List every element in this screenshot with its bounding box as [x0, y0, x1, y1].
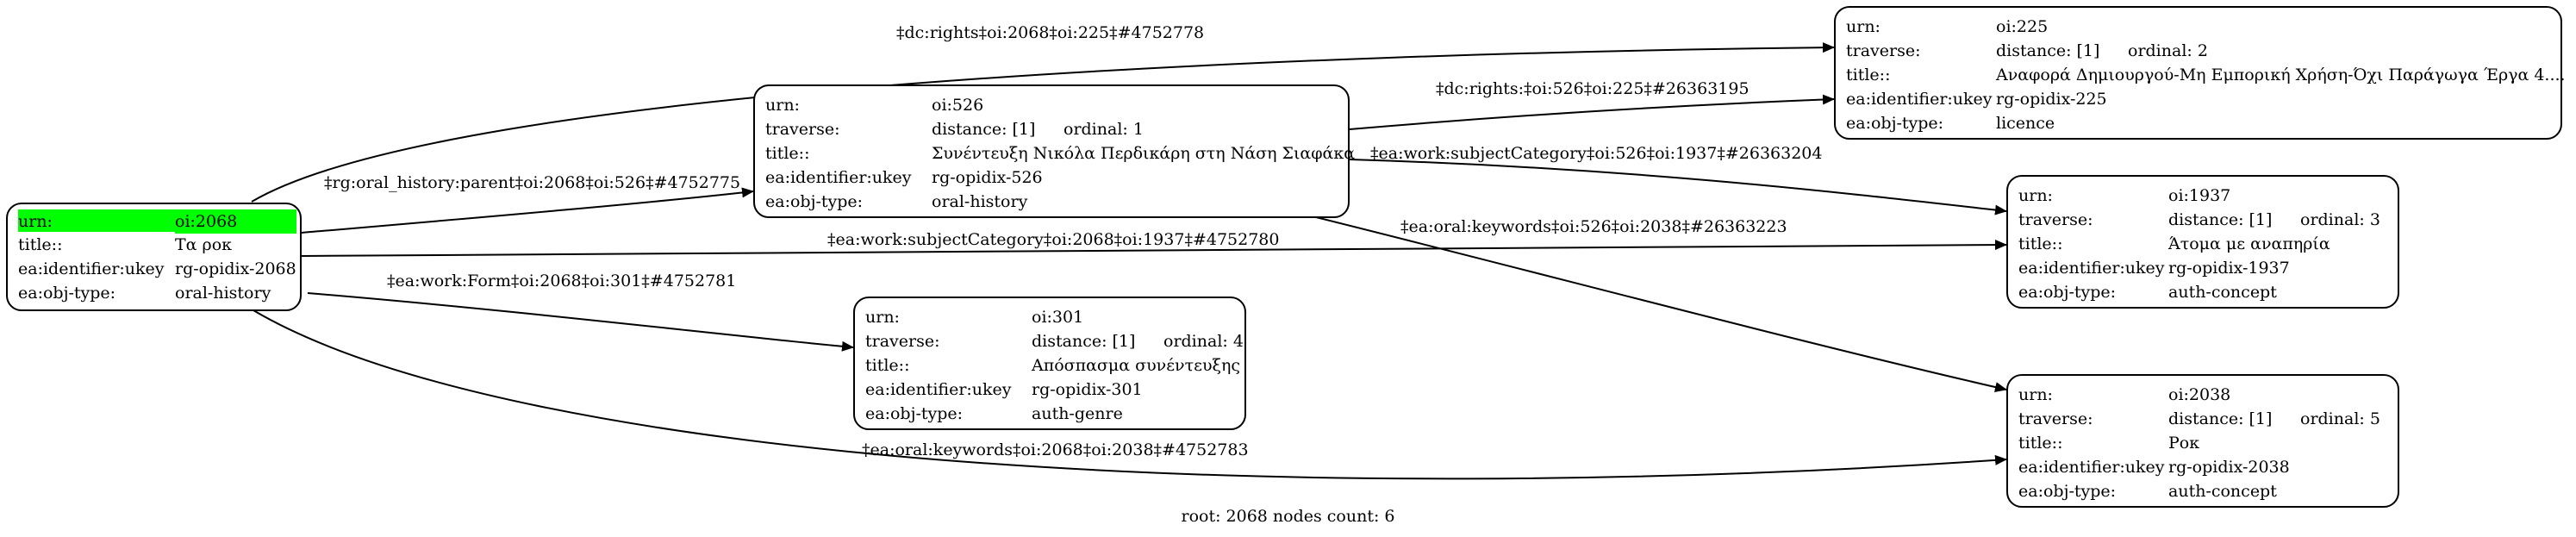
- row-key: ea:identifier:ukey: [765, 168, 912, 187]
- row-key: ea:identifier:ukey: [1846, 90, 1993, 109]
- row-key: title::: [18, 235, 63, 254]
- node-row-urn: urn: oi:2068: [18, 209, 296, 234]
- row-value: auth-genre: [1032, 404, 1123, 423]
- row-value: auth-concept: [2168, 482, 2277, 501]
- row-value: rg-opidix-301: [1032, 380, 1143, 399]
- row-key: ea:obj-type:: [1846, 114, 1944, 133]
- row-ordinal: ordinal: 3: [2300, 210, 2380, 229]
- node-oi-2068[interactable]: urn: oi:2068 title:: Τα ροκ ea:identifie…: [6, 203, 302, 311]
- node-oi-1937[interactable]: urn: oi:1937 traverse: distance: [1] ord…: [2006, 175, 2399, 309]
- row-key: traverse:: [2018, 210, 2093, 229]
- edge-526-225: [1349, 94, 1835, 130]
- row-value: Συνέντευξη Νικόλα Περδικάρη στη Νάση Σια…: [932, 144, 1356, 163]
- row-key: urn:: [2018, 186, 2053, 205]
- edge-label-526-225: ‡dc:rights:‡oi:526‡oi:225‡#26363195: [1436, 79, 1750, 98]
- row-value: Τα ροκ: [175, 235, 233, 254]
- row-key: urn:: [865, 308, 900, 327]
- edge-526-1937: [1349, 159, 2007, 215]
- row-value: oral-history: [175, 284, 271, 303]
- node-oi-301[interactable]: urn: oi:301 traverse: distance: [1] ordi…: [853, 297, 1246, 430]
- edge-label-526-1937: ‡ea:work:subjectCategory‡oi:526‡oi:1937‡…: [1370, 144, 1823, 163]
- row-value: rg-opidix-225: [1996, 90, 2107, 109]
- row-key: title::: [765, 144, 810, 163]
- node-oi-526[interactable]: urn: oi:526 traverse: distance: [1] ordi…: [753, 84, 1355, 218]
- edge-label-526-2038: ‡ea:oral:keywords‡oi:526‡oi:2038‡#263632…: [1400, 217, 1787, 236]
- edge-2068-526: [301, 187, 754, 234]
- row-value: licence: [1996, 114, 2055, 133]
- row-value: auth-concept: [2168, 283, 2277, 302]
- row-ordinal: ordinal: 1: [1063, 120, 1144, 139]
- row-ordinal: ordinal: 2: [2128, 41, 2208, 60]
- row-key: urn:: [765, 96, 800, 115]
- row-key: ea:identifier:ukey: [2018, 259, 2165, 278]
- row-ordinal: ordinal: 5: [2300, 409, 2380, 428]
- row-key: title::: [1846, 66, 1891, 84]
- edge-2068-2038: [253, 309, 2007, 480]
- row-key: traverse:: [2018, 409, 2093, 428]
- row-key: ea:identifier:ukey: [2018, 458, 2165, 477]
- row-value: distance: [1]: [2168, 210, 2273, 229]
- edge-2068-1937: [301, 240, 2007, 257]
- row-key: title::: [2018, 434, 2063, 453]
- row-value: oral-history: [932, 192, 1028, 211]
- row-key: traverse:: [765, 120, 840, 139]
- edge-label-2068-1937: ‡ea:work:subjectCategory‡oi:2068‡oi:1937…: [827, 230, 1280, 249]
- row-value: Αναφορά Δημιουργού-Μη Εμπορική Χρήση-Όχι…: [1996, 66, 2566, 84]
- row-value: oi:225: [1996, 17, 2049, 36]
- row-value: distance: [1]: [1032, 332, 1136, 351]
- node-oi-2038[interactable]: urn: oi:2038 traverse: distance: [1] ord…: [2006, 374, 2399, 508]
- row-key: ea:obj-type:: [18, 284, 116, 303]
- edge-label-2068-301: ‡ea:work:Form‡oi:2068‡oi:301‡#4752781: [387, 272, 737, 290]
- row-ordinal: ordinal: 4: [1163, 332, 1244, 351]
- row-value: Άτομα με αναπηρία: [2168, 234, 2330, 253]
- row-value: rg-opidix-526: [932, 168, 1043, 187]
- row-value: Απόσπασμα συνέντευξης: [1032, 356, 1240, 375]
- row-key: urn:: [2018, 385, 2053, 404]
- row-key: title::: [2018, 234, 2063, 253]
- edge-526-2038: [1315, 216, 2007, 392]
- row-value: rg-opidix-2038: [2168, 458, 2290, 477]
- row-value: oi:2068: [175, 209, 296, 234]
- row-value: oi:301: [1032, 308, 1084, 327]
- row-value: oi:526: [932, 96, 984, 115]
- row-key: ea:obj-type:: [865, 404, 964, 423]
- row-value: distance: [1]: [2168, 409, 2273, 428]
- graph-footer: root: 2068 nodes count: 6: [1181, 507, 1395, 526]
- row-value: rg-opidix-2068: [175, 259, 296, 278]
- node-oi-225[interactable]: urn: oi:225 traverse: distance: [1] ordi…: [1834, 6, 2566, 140]
- row-key: traverse:: [1846, 41, 1921, 60]
- row-value: distance: [1]: [932, 120, 1036, 139]
- row-key: ea:identifier:ukey: [865, 380, 1012, 399]
- row-key: urn:: [1846, 17, 1881, 36]
- edge-label-2068-225: ‡dc:rights‡oi:2068‡oi:225‡#4752778: [896, 23, 1205, 42]
- row-key: ea:obj-type:: [2018, 283, 2117, 302]
- row-value: oi:2038: [2168, 385, 2231, 404]
- row-key: ea:obj-type:: [2018, 482, 2117, 501]
- edge-2068-225: [251, 42, 1835, 203]
- row-key: ea:identifier:ukey: [18, 259, 165, 278]
- edge-2068-301: [307, 292, 854, 352]
- row-key: traverse:: [865, 332, 940, 351]
- row-value: oi:1937: [2168, 186, 2231, 205]
- edge-label-2068-526: ‡rg:oral_history:parent‡oi:2068‡oi:526‡#…: [324, 173, 741, 192]
- edge-label-2068-2038: ‡ea:oral:keywords‡oi:2068‡oi:2038‡#47527…: [862, 440, 1249, 459]
- row-key: title::: [865, 356, 910, 375]
- row-value: Ροκ: [2168, 434, 2200, 453]
- row-value: distance: [1]: [1996, 41, 2100, 60]
- row-key: urn:: [18, 212, 53, 231]
- row-value: rg-opidix-1937: [2168, 259, 2290, 278]
- row-key: ea:obj-type:: [765, 192, 864, 211]
